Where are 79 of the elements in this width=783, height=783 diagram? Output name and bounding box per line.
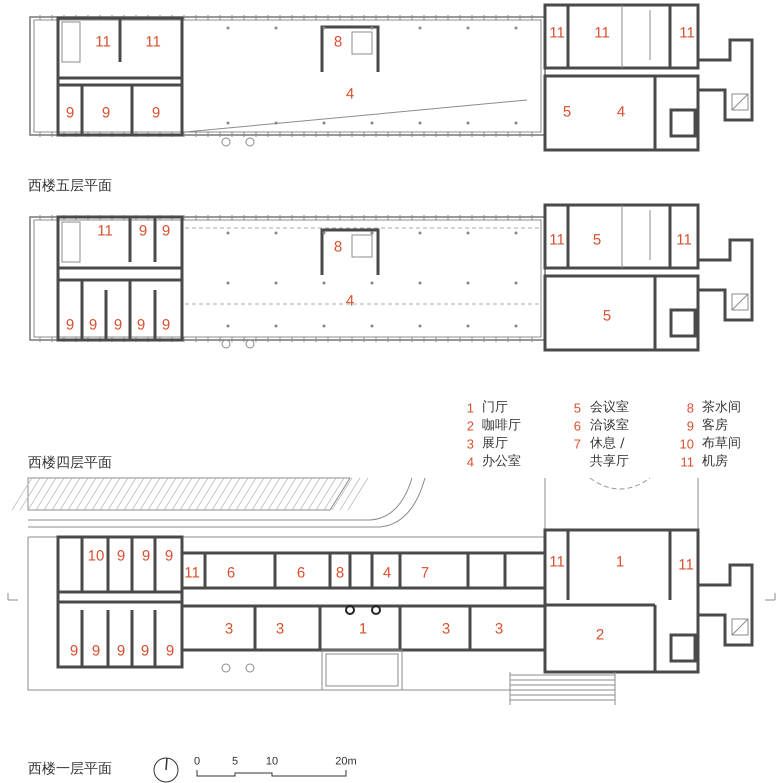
legend-number: 8 xyxy=(686,402,694,414)
legend-text: 洽谈室 xyxy=(590,417,629,435)
room-number: 9 xyxy=(70,644,78,658)
room-number: 9 xyxy=(136,318,146,332)
scale-label: 10 xyxy=(266,756,278,768)
legend-text: 会议室 xyxy=(590,399,629,417)
legend-number: 7 xyxy=(574,438,581,450)
legend-text: 布草间 xyxy=(702,435,741,453)
room-number: 5 xyxy=(562,104,572,120)
room-number: 9 xyxy=(66,106,74,120)
room-number: 3 xyxy=(224,622,234,636)
room-number: 11 xyxy=(594,26,610,40)
room-number: 9 xyxy=(92,644,100,658)
room-number: 3 xyxy=(494,622,504,636)
legend-number: 2 xyxy=(466,420,474,432)
legend-text: 机房 xyxy=(702,453,728,471)
legend-number: 4 xyxy=(466,456,474,468)
room-number: 11 xyxy=(679,26,695,40)
room-number: 6 xyxy=(226,566,236,580)
room-number: 11 xyxy=(549,232,565,248)
room-number: 9 xyxy=(142,548,150,564)
plan-title: 西楼一层平面 xyxy=(28,762,112,776)
room-number: 1 xyxy=(616,554,624,570)
room-number: 1 xyxy=(358,622,368,636)
plan-title: 西楼五层平面 xyxy=(28,179,112,193)
room-number: 9 xyxy=(102,106,110,120)
room-number: 11 xyxy=(678,558,694,572)
room-number: 4 xyxy=(382,566,392,580)
room-number: 8 xyxy=(334,34,342,50)
room-number: 6 xyxy=(296,566,306,580)
legend-text: 茶水间 xyxy=(702,399,741,417)
room-number: 9 xyxy=(140,644,150,658)
room-number: 9 xyxy=(162,224,170,238)
room-number: 11 xyxy=(145,34,161,50)
scale-label: 0 xyxy=(194,756,200,768)
legend-number: 11 xyxy=(680,456,694,468)
scale-label: 20m xyxy=(335,756,357,768)
legend-text: 客房 xyxy=(702,417,728,435)
legend-text: 咖啡厅 xyxy=(482,417,521,435)
room-number: 11 xyxy=(676,232,692,248)
room-number: 3 xyxy=(442,622,450,636)
legend-number: 10 xyxy=(680,438,694,450)
room-number: 11 xyxy=(184,566,200,580)
room-number: 3 xyxy=(276,622,284,636)
room-number: 9 xyxy=(152,106,160,120)
room-number: 9 xyxy=(88,318,98,332)
legend-number: 9 xyxy=(686,420,694,432)
room-number: 5 xyxy=(602,308,612,324)
legend-text: 休息 /共享厅 xyxy=(590,435,630,471)
room-number: 9 xyxy=(164,548,174,564)
legend-number: 5 xyxy=(574,402,581,414)
room-number: 8 xyxy=(334,240,342,254)
room-number: 9 xyxy=(116,548,126,564)
room-number: 11 xyxy=(97,224,113,238)
room-number: 9 xyxy=(66,318,74,332)
room-number: 9 xyxy=(162,318,170,332)
room-number: 7 xyxy=(420,566,430,580)
room-number: 11 xyxy=(95,34,111,50)
room-number: 9 xyxy=(138,224,148,238)
legend-number: 6 xyxy=(574,420,581,432)
room-number: 4 xyxy=(616,104,626,120)
room-number: 9 xyxy=(114,318,122,332)
room-number: 5 xyxy=(592,232,602,248)
room-number: 9 xyxy=(116,644,126,658)
room-number: 10 xyxy=(88,548,104,564)
room-number: 11 xyxy=(549,26,565,40)
room-number: 2 xyxy=(596,628,604,642)
legend-number: 1 xyxy=(466,402,474,414)
legend-text: 办公室 xyxy=(482,453,521,471)
scale-label: 5 xyxy=(232,756,238,768)
room-number: 4 xyxy=(346,294,354,308)
room-number: 11 xyxy=(549,554,565,570)
room-number: 4 xyxy=(346,86,354,102)
legend-text: 展厅 xyxy=(482,435,508,453)
legend-text: 门厅 xyxy=(482,399,508,417)
plan-title: 西楼四层平面 xyxy=(28,456,112,470)
legend-number: 3 xyxy=(466,438,474,450)
room-number: 8 xyxy=(336,566,344,580)
room-number: 9 xyxy=(166,644,174,658)
